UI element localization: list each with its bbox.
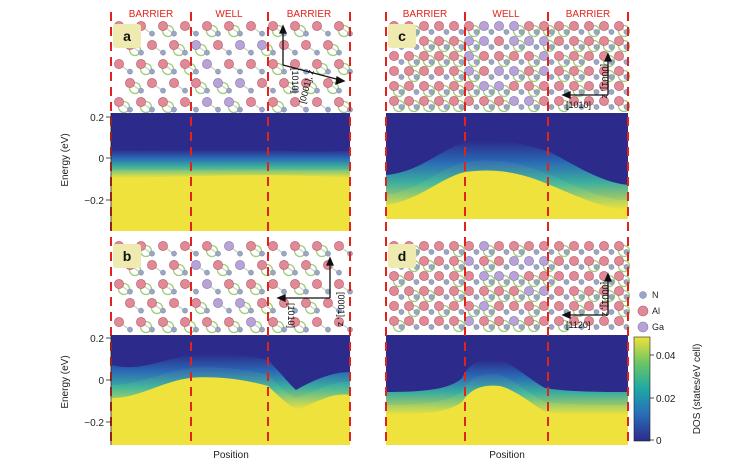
- y-axis-bottom: 0.2 0 −0.2 Energy (eV): [60, 334, 112, 445]
- direction-axes-c: [561, 52, 612, 99]
- y-axis-title-bottom: Energy (eV): [60, 355, 71, 408]
- panel-letter-c: c: [398, 28, 406, 44]
- y-tick-bottom-2: 0: [98, 376, 104, 387]
- dos-map-a: [111, 113, 350, 231]
- direction-label-d-1: [0001], z: [600, 282, 610, 317]
- y-tick-top-2: 0: [98, 154, 104, 165]
- y-tick-top-3: −0.2: [84, 196, 104, 207]
- dos-map-c: [386, 113, 628, 219]
- y-axis-title-top: Energy (eV): [60, 133, 71, 186]
- region-label-left-barrier-2: BARRIER: [287, 9, 331, 20]
- atom-legend: N Al Ga: [637, 290, 664, 333]
- y-axis-top: 0.2 0 −0.2 Energy (eV): [60, 113, 112, 231]
- dos-map-d: [386, 335, 628, 445]
- direction-label-d-2: [1120]: [566, 320, 590, 330]
- legend-ga-marker: [637, 321, 649, 333]
- direction-label-c-2: [1010]: [566, 100, 591, 110]
- legend-ga-label: Ga: [652, 322, 664, 332]
- direction-axes-b: [276, 256, 334, 302]
- region-label-left-barrier: BARRIER: [129, 9, 173, 20]
- direction-axes-d: [561, 272, 612, 319]
- region-label-right-well: WELL: [492, 9, 520, 20]
- panel-letters: a b c d: [113, 24, 416, 268]
- legend-n-marker: [639, 291, 647, 299]
- colorbar-tick-3: 0: [656, 436, 662, 447]
- panel-letter-a: a: [123, 28, 131, 44]
- y-tick-bottom-1: 0.2: [90, 334, 104, 345]
- colorbar-tick-1: 0.04: [656, 351, 676, 362]
- colorbar: 0.04 0.02 0 DOS (states/eV cell): [633, 336, 703, 447]
- structure-b: [114, 241, 353, 334]
- direction-axes-a: [279, 24, 346, 85]
- region-label-right-barrier: BARRIER: [403, 9, 447, 20]
- colorbar-gradient: [633, 336, 651, 442]
- direction-label-c-1: [0001], z: [600, 64, 610, 99]
- structure-d: [389, 241, 631, 333]
- x-axis-title-left: Position: [213, 450, 249, 461]
- region-label-left-well: WELL: [215, 9, 243, 20]
- colorbar-tick-2: 0.02: [656, 394, 676, 405]
- y-tick-top-1: 0.2: [90, 113, 104, 124]
- structure-a: [114, 21, 353, 114]
- y-tick-bottom-3: −0.2: [84, 418, 104, 429]
- direction-label-a-1: [1010]: [290, 68, 300, 93]
- legend-n-label: N: [652, 290, 659, 300]
- legend-al-marker: [637, 305, 649, 317]
- structure-c: [389, 21, 631, 113]
- x-axis-title-right: Position: [489, 450, 525, 461]
- direction-label-b-2: [0001], z: [336, 292, 346, 327]
- region-label-right-barrier-2: BARRIER: [566, 9, 610, 20]
- legend-al-label: Al: [652, 306, 660, 316]
- direction-label-b-1: [1010]: [286, 303, 296, 328]
- panel-letter-d: d: [398, 248, 407, 264]
- colorbar-title: DOS (states/eV cell): [692, 344, 703, 435]
- panel-letter-b: b: [123, 248, 132, 264]
- region-labels: BARRIER WELL BARRIER BARRIER WELL BARRIE…: [129, 9, 610, 20]
- dos-map-b: [111, 335, 350, 445]
